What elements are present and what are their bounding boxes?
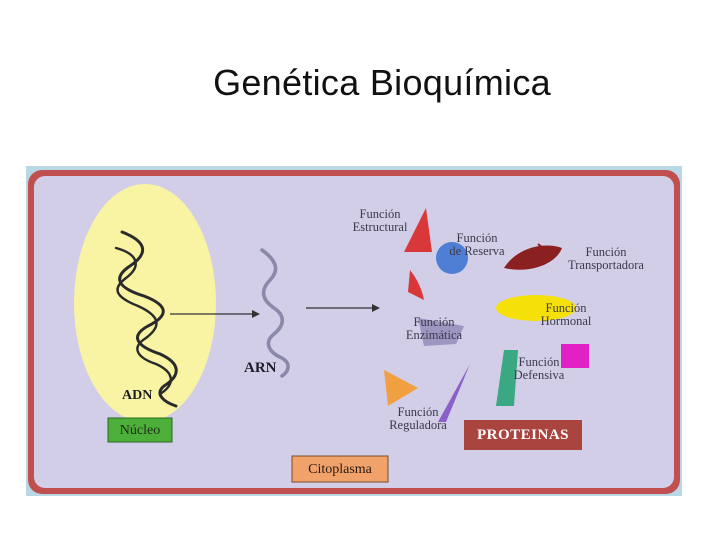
estructural-protein-shape (404, 208, 432, 252)
defensiva-label-line-1: Función (518, 355, 560, 369)
defensiva-label: Función Defensiva (508, 356, 570, 382)
reserva-label: Función de Reserva (442, 232, 512, 258)
hormonal-pink-shape (561, 344, 589, 368)
reserva-protein-shape (436, 242, 468, 274)
reguladora-label: Función Reguladora (382, 406, 454, 432)
proteinas-label: PROTEINAS (476, 427, 570, 443)
citoplasma-box (291, 455, 389, 483)
rna-strand (260, 248, 290, 378)
reguladora-label-line-2: Reguladora (389, 418, 447, 432)
nucleus-ellipse (74, 184, 216, 422)
adn-label: ADN (122, 388, 153, 403)
reguladora-protein-shape (384, 370, 418, 406)
enzimatica-purple-shape (438, 364, 470, 422)
estructural-label-line-2: Estructural (352, 220, 408, 234)
dna-strand-2 (114, 246, 172, 396)
proteinas-box (464, 420, 582, 450)
transportadora-pin (537, 243, 551, 255)
hormonal-label-line-1: Función (545, 301, 587, 315)
nucleo-box (107, 417, 173, 443)
transportadora-label: Función Transportadora (560, 246, 652, 272)
enzimatica-label-line-2: Enzimática (405, 328, 463, 342)
hormonal-label-line-2: Hormonal (540, 314, 592, 328)
arrow-dna-to-rna-head (252, 310, 260, 318)
hormonal-protein-shape (496, 295, 576, 321)
defensiva-protein-shape (496, 350, 518, 406)
estructural-protein-shape-2 (408, 270, 424, 300)
transportadora-label-line-2: Transportadora (568, 258, 644, 272)
protein-synthesis-figure: ADN ARN Núcleo PROTEINAS Citoplasma Func… (26, 166, 682, 496)
figure-graphics (28, 170, 680, 494)
slide-title: Genética Bioquímica (213, 62, 551, 103)
defensiva-label-line-2: Defensiva (513, 368, 565, 382)
transportadora-label-line-1: Función (585, 245, 627, 259)
dna-strand-1 (118, 230, 178, 408)
hormonal-label: Función Hormonal (538, 302, 594, 328)
enzimatica-label-line-1: Función (413, 315, 455, 329)
arrow-rna-to-proteins-head (372, 304, 380, 312)
citoplasma-label: Citoplasma (308, 462, 372, 477)
reserva-label-line-1: Función (456, 231, 498, 245)
estructural-label: Función Estructural (348, 208, 412, 234)
estructural-label-line-1: Función (359, 207, 401, 221)
reguladora-label-line-1: Función (397, 405, 439, 419)
arn-label: ARN (244, 360, 277, 376)
enzimatica-label: Función Enzimática (402, 316, 466, 342)
enzimatica-protein-shape (418, 318, 464, 346)
reserva-label-line-2: de Reserva (449, 244, 505, 258)
nucleo-label: Núcleo (119, 423, 161, 438)
